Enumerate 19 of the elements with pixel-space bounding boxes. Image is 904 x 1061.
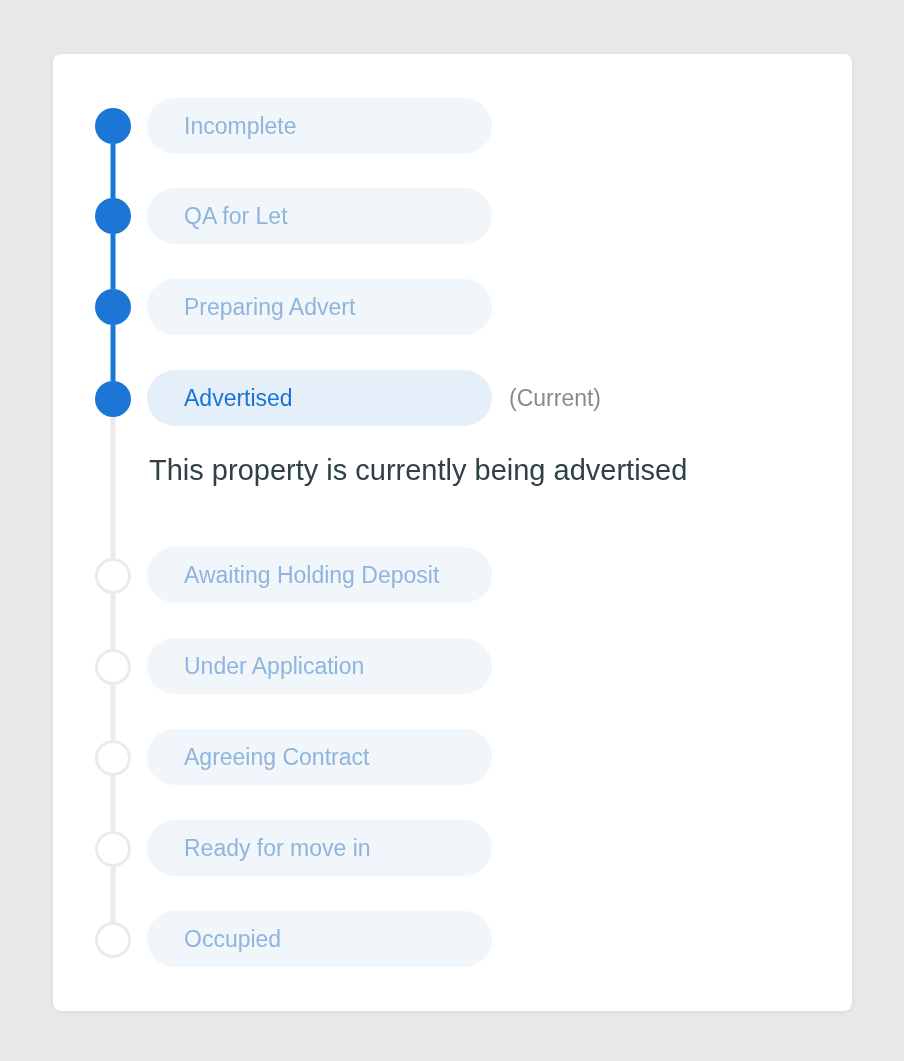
status-note: (Current) <box>509 384 601 413</box>
current-status-pill: Advertised <box>147 370 492 426</box>
status-step-pill: Agreeing Contract <box>147 729 492 785</box>
status-step-pill: QA for Let <box>147 188 492 244</box>
connector-line <box>110 144 116 198</box>
step-dot-icon <box>95 108 131 144</box>
status-step-pill: Incomplete <box>147 98 492 154</box>
status-step-pill: Occupied <box>147 911 492 967</box>
connector-line <box>110 417 116 558</box>
step-dot-icon <box>95 289 131 325</box>
status-step-pill: Under Application <box>147 638 492 694</box>
status-step-pill: Ready for move in <box>147 820 492 876</box>
status-step-pill: Preparing Advert <box>147 279 492 335</box>
status-step-pill: Awaiting Holding Deposit <box>147 547 492 603</box>
step-dot-icon <box>95 198 131 234</box>
step-dot-icon <box>95 381 131 417</box>
connector-line <box>110 325 116 381</box>
status-description: This property is currently being advertised <box>149 453 688 487</box>
connector-line <box>110 234 116 289</box>
